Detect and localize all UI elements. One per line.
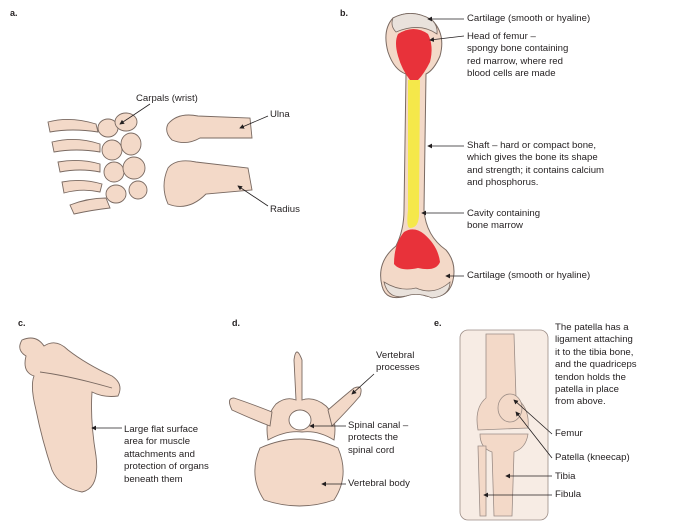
label-tibia: Tibia bbox=[555, 471, 576, 482]
cartilage-cap-top bbox=[391, 13, 438, 35]
label-fibula: Fibula bbox=[555, 489, 582, 500]
metacarpal-5 bbox=[69, 197, 111, 215]
femur-illustration bbox=[380, 13, 455, 299]
carpal-bone bbox=[103, 161, 125, 183]
label-spinal-canal: Spinal canal – protects the spinal cord bbox=[348, 420, 409, 456]
panel-letter-e: e. bbox=[434, 318, 442, 328]
vertebral-arch bbox=[266, 351, 336, 441]
knee-illustration bbox=[459, 329, 549, 521]
label-head-of-femur: Head of femur – spongy bone containing r… bbox=[467, 31, 569, 80]
wrist-illustration bbox=[47, 112, 253, 215]
label-flat-surface: Large flat surface area for muscle attac… bbox=[124, 424, 209, 485]
label-cartilage-top: Cartilage (smooth or hyaline) bbox=[467, 13, 591, 24]
label-femur: Femur bbox=[555, 428, 583, 439]
vertebra-illustration bbox=[229, 351, 362, 507]
label-cavity: Cavity containing bone marrow bbox=[467, 208, 541, 232]
carpal-bone bbox=[105, 184, 127, 204]
leader-radius bbox=[237, 185, 269, 207]
scapula-bone bbox=[19, 337, 121, 493]
transverse-process-left bbox=[229, 397, 273, 427]
yellow-marrow-shaft bbox=[407, 80, 420, 228]
carpal-bone bbox=[114, 112, 138, 132]
label-patella: Patella (kneecap) bbox=[555, 452, 630, 463]
metacarpal-4 bbox=[61, 179, 103, 194]
patella-bone bbox=[497, 393, 523, 423]
metacarpal-1 bbox=[47, 119, 99, 133]
scapula-spine bbox=[39, 371, 113, 389]
leader-ulna bbox=[239, 115, 269, 129]
leader-carpals bbox=[119, 103, 151, 125]
metacarpal-3 bbox=[57, 159, 101, 173]
label-ulna: Ulna bbox=[270, 109, 290, 120]
label-radius: Radius bbox=[270, 204, 300, 215]
label-carpals: Carpals (wrist) bbox=[136, 93, 198, 104]
carpal-bone bbox=[101, 139, 123, 161]
red-marrow-distal bbox=[394, 229, 440, 270]
leader-patella bbox=[515, 411, 553, 459]
ulna-bone bbox=[166, 114, 253, 143]
label-vertebral-processes: Vertebral processes bbox=[376, 350, 420, 374]
panel-letter-b: b. bbox=[340, 8, 348, 18]
transverse-process-right bbox=[327, 386, 362, 427]
panel-letter-a: a. bbox=[10, 8, 18, 18]
label-cartilage-bottom: Cartilage (smooth or hyaline) bbox=[467, 270, 591, 281]
metacarpal-2 bbox=[51, 139, 101, 153]
vertebra-body bbox=[254, 438, 344, 507]
cartilage-cap-bottom bbox=[383, 281, 451, 299]
red-marrow-head bbox=[396, 29, 432, 80]
leader-head bbox=[429, 35, 465, 42]
label-patella-intro: The patella has a ligament attaching it … bbox=[555, 322, 637, 408]
carpal-bone bbox=[128, 180, 148, 200]
label-shaft: Shaft – hard or compact bone, which give… bbox=[467, 140, 605, 189]
scapula-illustration bbox=[19, 337, 121, 493]
radius-bone bbox=[163, 160, 253, 207]
carpal-bone bbox=[122, 156, 146, 180]
carpal-bone bbox=[120, 132, 142, 156]
spinal-canal bbox=[288, 409, 312, 431]
label-vertebral-body: Vertebral body bbox=[348, 478, 410, 489]
leader-lines bbox=[91, 16, 553, 498]
fibula-bone bbox=[477, 445, 487, 517]
leader-processes bbox=[351, 373, 375, 395]
panel-letter-c: c. bbox=[18, 318, 26, 328]
panel-letter-d: d. bbox=[232, 318, 240, 328]
leader-femur bbox=[513, 399, 553, 435]
tibia-bone bbox=[479, 433, 529, 517]
